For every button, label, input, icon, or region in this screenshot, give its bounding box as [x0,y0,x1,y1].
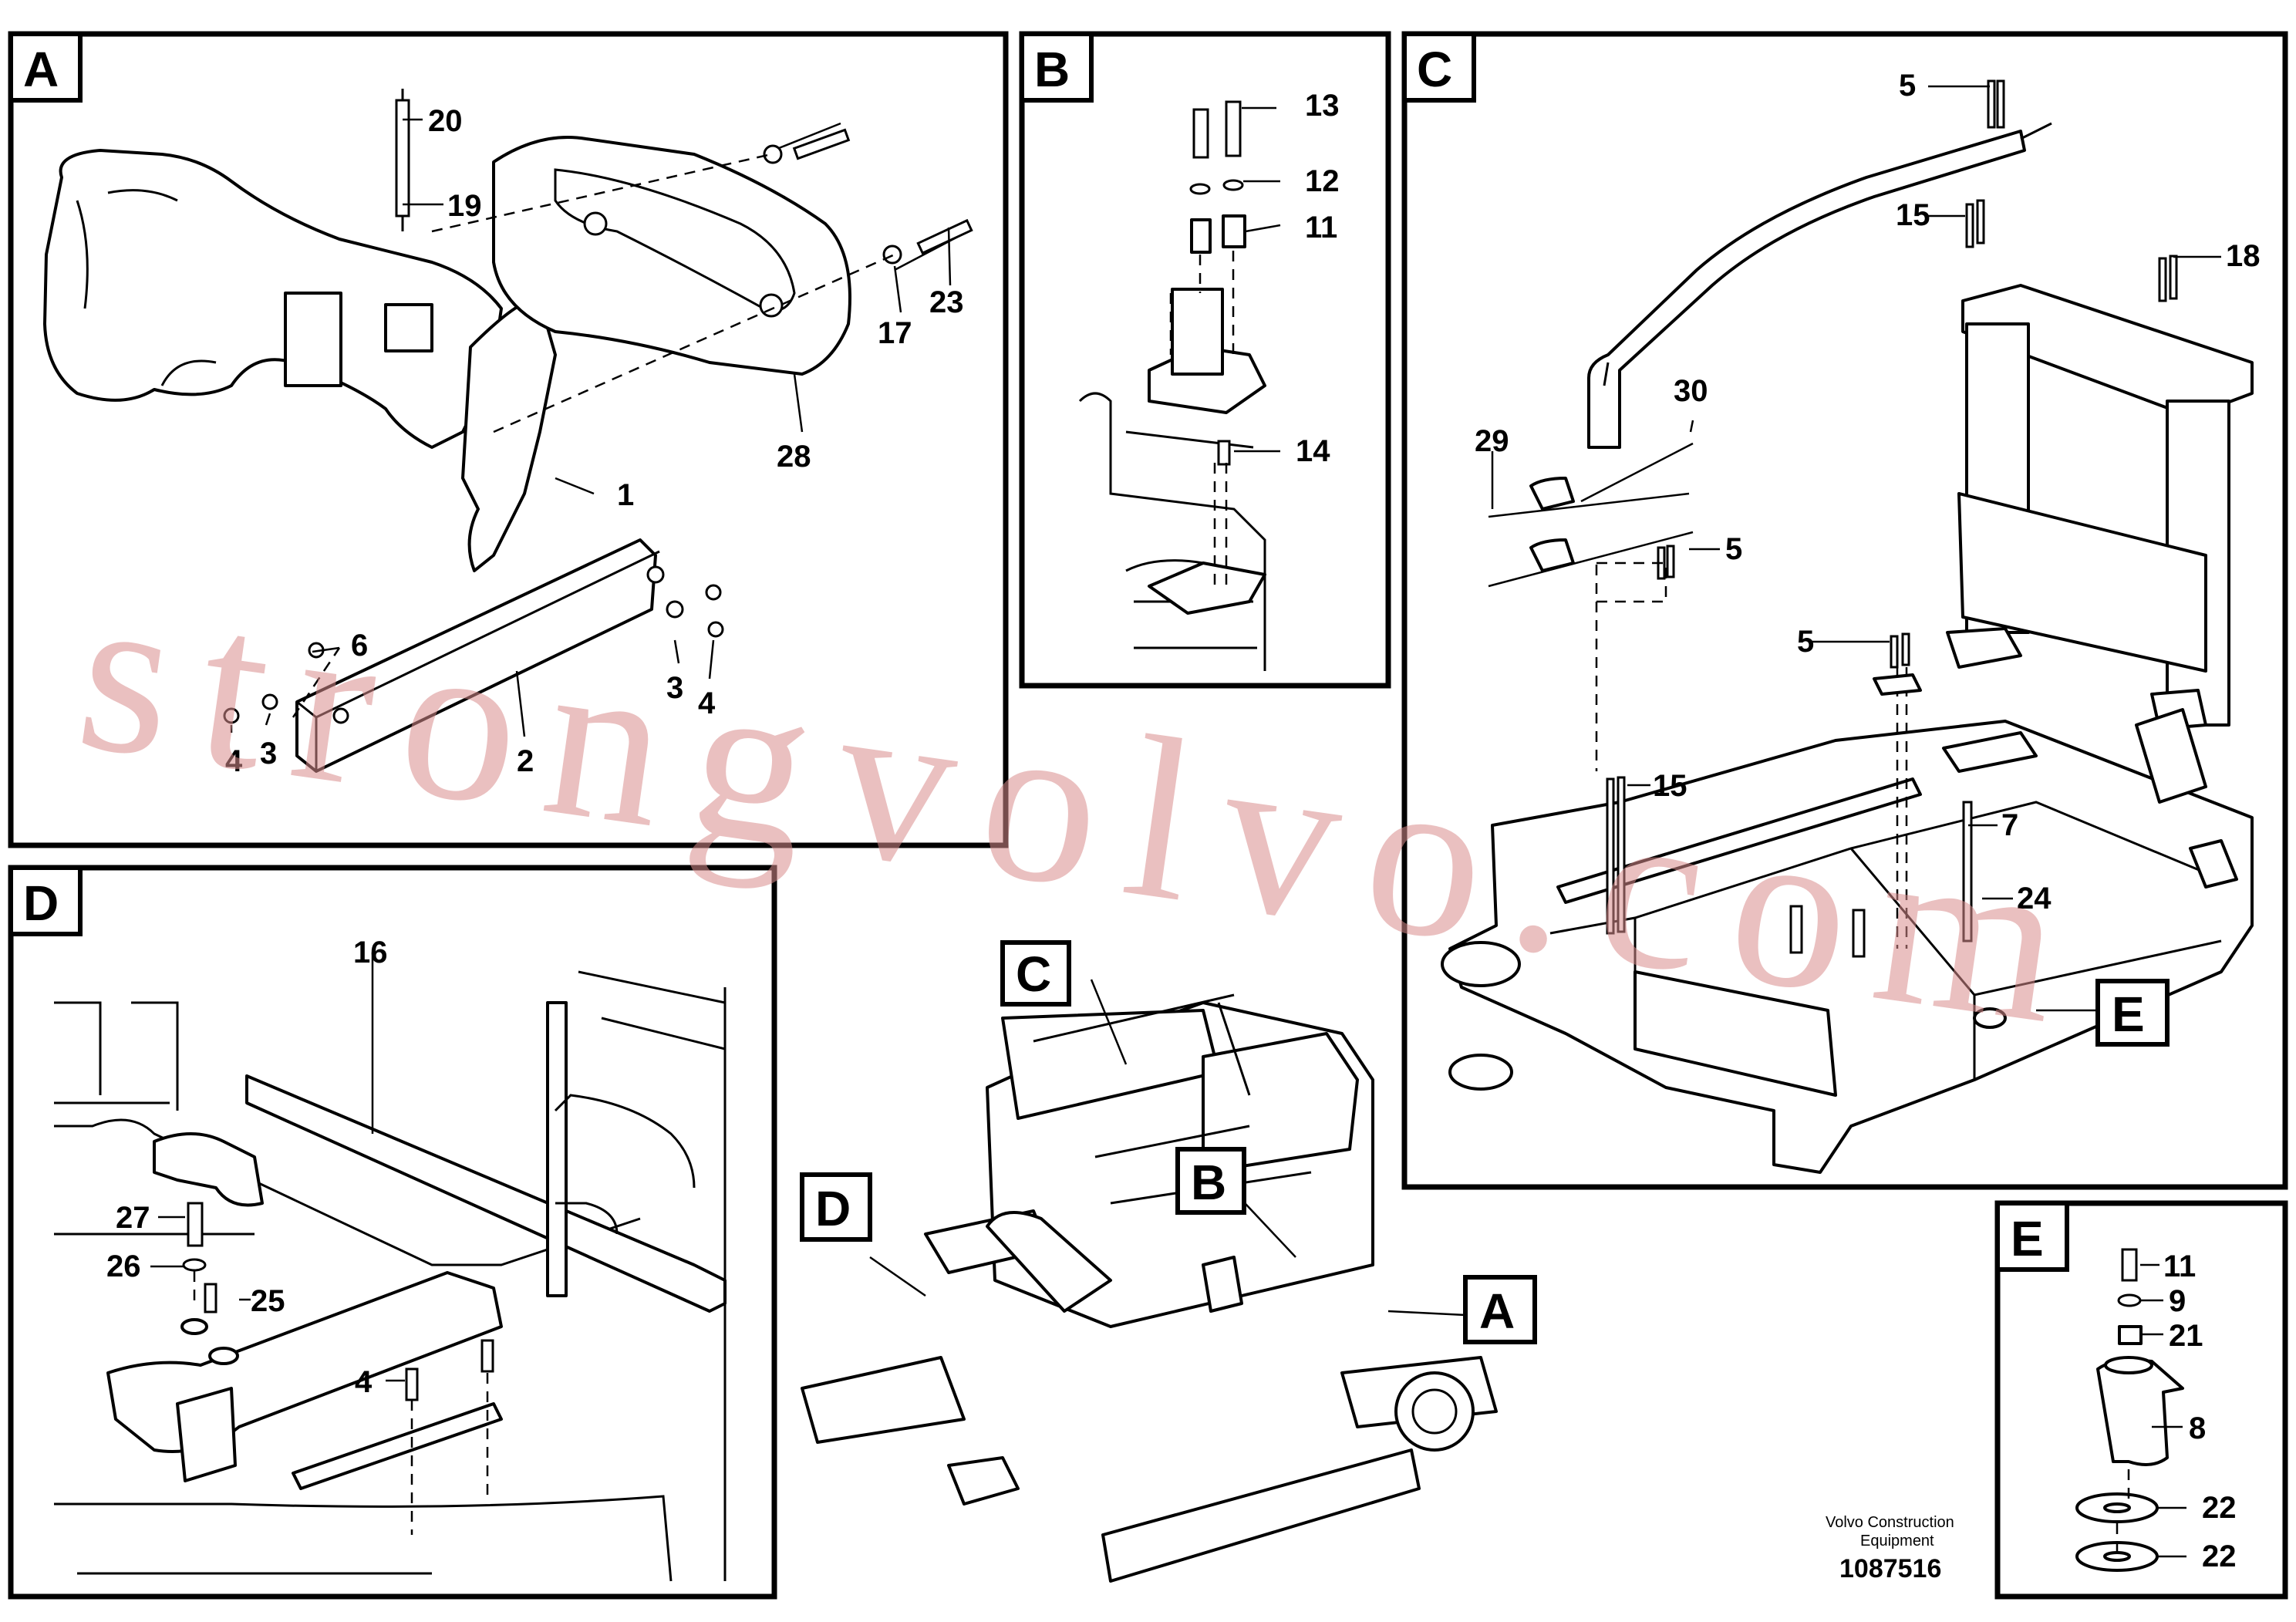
callout-30: 30 [1674,374,1708,408]
panel-d-tag: D [23,875,59,931]
callout-5c: 5 [1797,625,1814,659]
panel-b: B 13 12 11 14 [1019,31,1391,689]
callout-15b: 15 [1653,769,1687,803]
callout-11-e: 11 [2163,1249,2196,1283]
callout-3: 3 [666,671,683,705]
credit-line-2: Equipment [1860,1533,1934,1549]
callout-22: 22 [2202,1491,2237,1525]
callout-26: 26 [106,1249,141,1283]
panel-e: E 11 9 21 8 22 22 [1994,1200,2288,1600]
panel-a-tag: A [23,42,59,97]
callout-4: 4 [698,686,716,720]
panel-c-e-pointer: E [2112,986,2145,1042]
callout-5: 5 [1899,69,1916,103]
callout-2: 2 [517,744,534,778]
callout-14: 14 [1296,434,1330,468]
callout-4-d: 4 [355,1365,373,1399]
callout-28: 28 [777,440,811,474]
callout-1: 1 [617,478,634,512]
callout-25: 25 [251,1284,285,1318]
callout-7: 7 [2001,808,2018,842]
overview-a-tag: A [1479,1283,1515,1339]
callout-11: 11 [1305,211,1337,244]
callout-3b: 3 [260,737,277,771]
callout-27: 27 [116,1201,150,1235]
panel-a: A 20 19 23 17 28 1 6 3 [8,31,1009,848]
callout-20: 20 [428,104,463,138]
callout-24: 24 [2017,882,2052,916]
overview-b-tag: B [1191,1155,1226,1210]
callout-8: 8 [2189,1411,2206,1445]
panel-d: D 16 27 26 25 4 [8,865,777,1600]
callout-4b: 4 [225,744,243,778]
callout-19: 19 [447,189,482,223]
callout-9: 9 [2169,1284,2186,1318]
doc-number: 1087516 [1839,1554,1941,1583]
panel-c-tag: C [1417,42,1452,97]
callout-13: 13 [1305,89,1340,123]
overview-d-tag: D [815,1181,851,1236]
callout-5b: 5 [1725,532,1742,566]
callout-15: 15 [1896,198,1930,232]
callout-6: 6 [351,629,368,663]
callout-17: 17 [878,316,912,350]
panel-b-tag: B [1034,42,1070,97]
callout-18: 18 [2226,239,2261,273]
callout-29: 29 [1475,424,1509,458]
callout-23: 23 [929,285,964,319]
panel-e-tag: E [2011,1211,2044,1266]
credit-line-1: Volvo Construction [1826,1514,1954,1531]
callout-21: 21 [2169,1319,2203,1353]
overview-c-tag: C [1016,946,1051,1002]
callout-12: 12 [1305,164,1340,198]
overview-machine: C D B A [800,940,1537,1583]
panel-c: C 5 [1401,31,2288,1190]
callout-16: 16 [353,936,388,969]
callout-22b: 22 [2202,1539,2237,1573]
